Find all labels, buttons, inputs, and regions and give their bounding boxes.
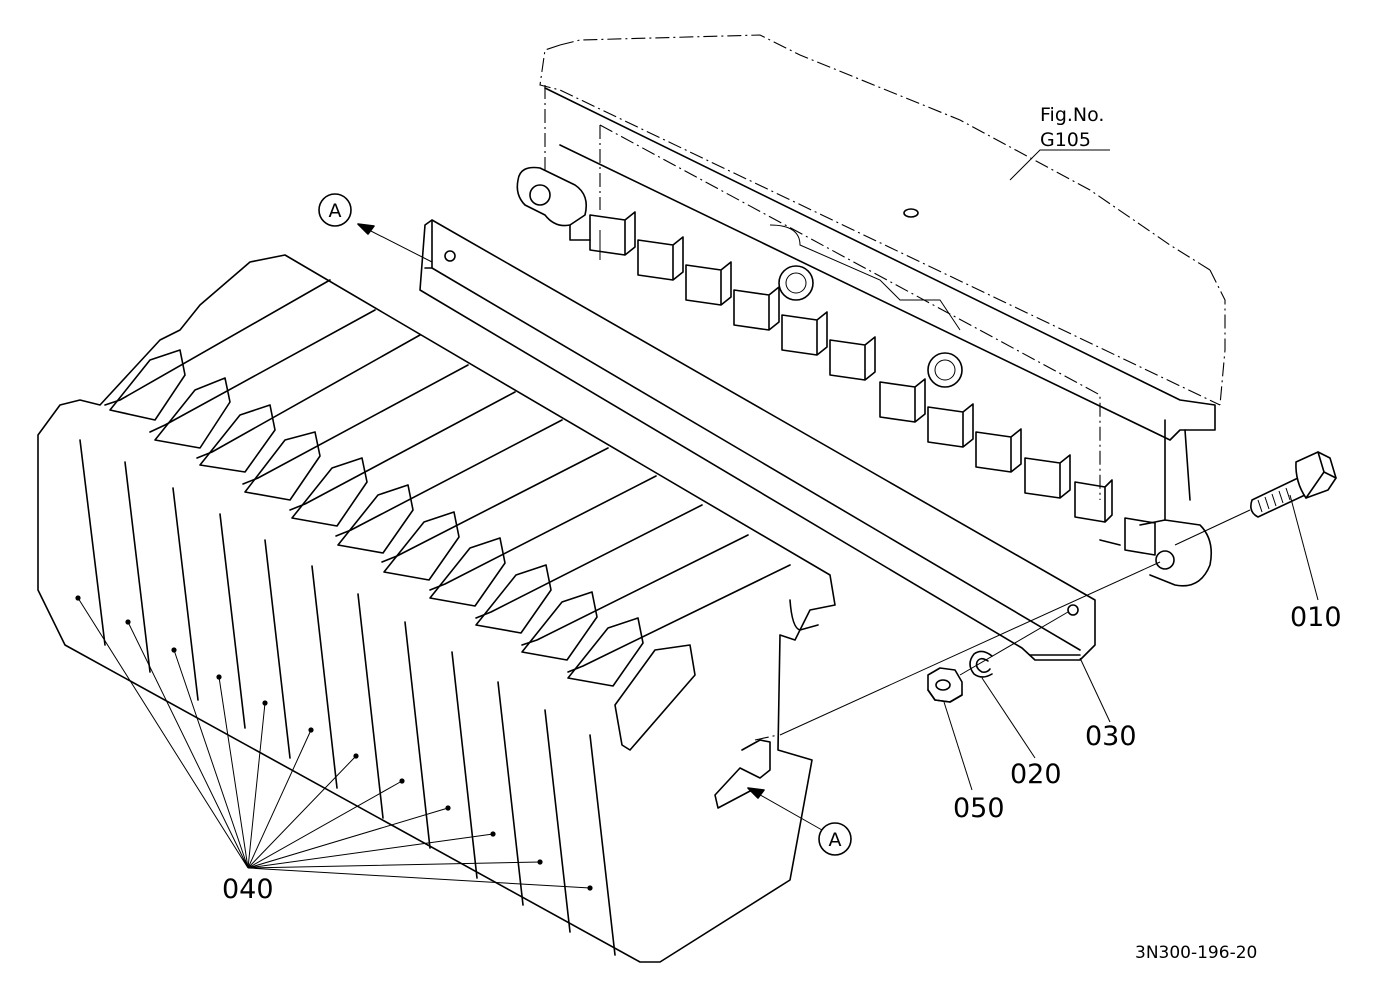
weight-plates xyxy=(79,279,791,956)
drawing-code: 3N300-196-20 xyxy=(1135,943,1257,963)
spring-washer-part-020 xyxy=(969,650,993,678)
section-mark-bottom: A xyxy=(829,829,842,851)
callout-010: 010 xyxy=(1290,602,1342,633)
frame-teeth xyxy=(589,211,1156,556)
callout-040: 040 xyxy=(222,874,274,905)
section-mark-top: A xyxy=(329,200,342,222)
leader-lines xyxy=(75,149,1319,891)
weight-stack-040 xyxy=(37,254,836,963)
nut-part-050 xyxy=(927,667,963,703)
section-mark-circle-bottom xyxy=(818,822,852,856)
callout-030: 030 xyxy=(1085,721,1137,752)
section-mark-circle-top xyxy=(318,193,352,227)
bracket-part-030 xyxy=(419,219,1121,661)
figure-reference-line1: Fig.No. xyxy=(1040,104,1104,126)
bolt-part-010 xyxy=(1250,451,1337,518)
front-frame-reference-part xyxy=(516,34,1226,587)
callout-020: 020 xyxy=(1010,759,1062,790)
figure-reference-line2: G105 xyxy=(1040,129,1091,151)
callout-050: 050 xyxy=(953,793,1005,824)
